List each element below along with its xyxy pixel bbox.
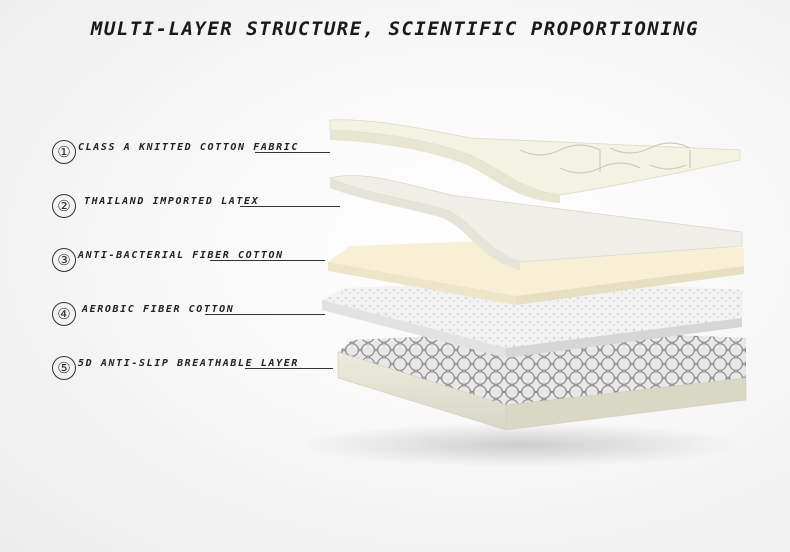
layer-1-fabric: [329, 119, 741, 203]
layer-2-label: THAILAND IMPORTED LATEX: [84, 196, 260, 207]
leader-line-3: [210, 260, 325, 261]
leader-line-5: [245, 368, 333, 369]
number-1-icon: ①: [52, 140, 76, 164]
layer-3-label: ANTI-BACTERIAL FIBER COTTON: [78, 250, 284, 261]
number-2-icon: ②: [52, 194, 76, 218]
layer-2-latex: [328, 175, 743, 270]
layer-4-aerobic-fiber: [322, 280, 742, 358]
layer-5-base: [337, 330, 747, 431]
leader-line-1: [255, 152, 330, 153]
layer-4-label: AEROBIC FIBER COTTON: [82, 304, 235, 315]
leader-line-2: [240, 206, 340, 207]
layer-1-label: CLASS A KNITTED COTTON FABRIC: [78, 142, 299, 153]
leader-line-4: [205, 314, 325, 315]
layer-5-label: 5D ANTI-SLIP BREATHABLE LAYER: [78, 358, 299, 369]
number-4-icon: ④: [52, 302, 76, 326]
page-title: MULTI-LAYER STRUCTURE, SCIENTIFIC PROPOR…: [90, 18, 700, 40]
floor-shadow: [300, 423, 740, 467]
number-5-icon: ⑤: [52, 356, 76, 380]
number-3-icon: ③: [52, 248, 76, 272]
